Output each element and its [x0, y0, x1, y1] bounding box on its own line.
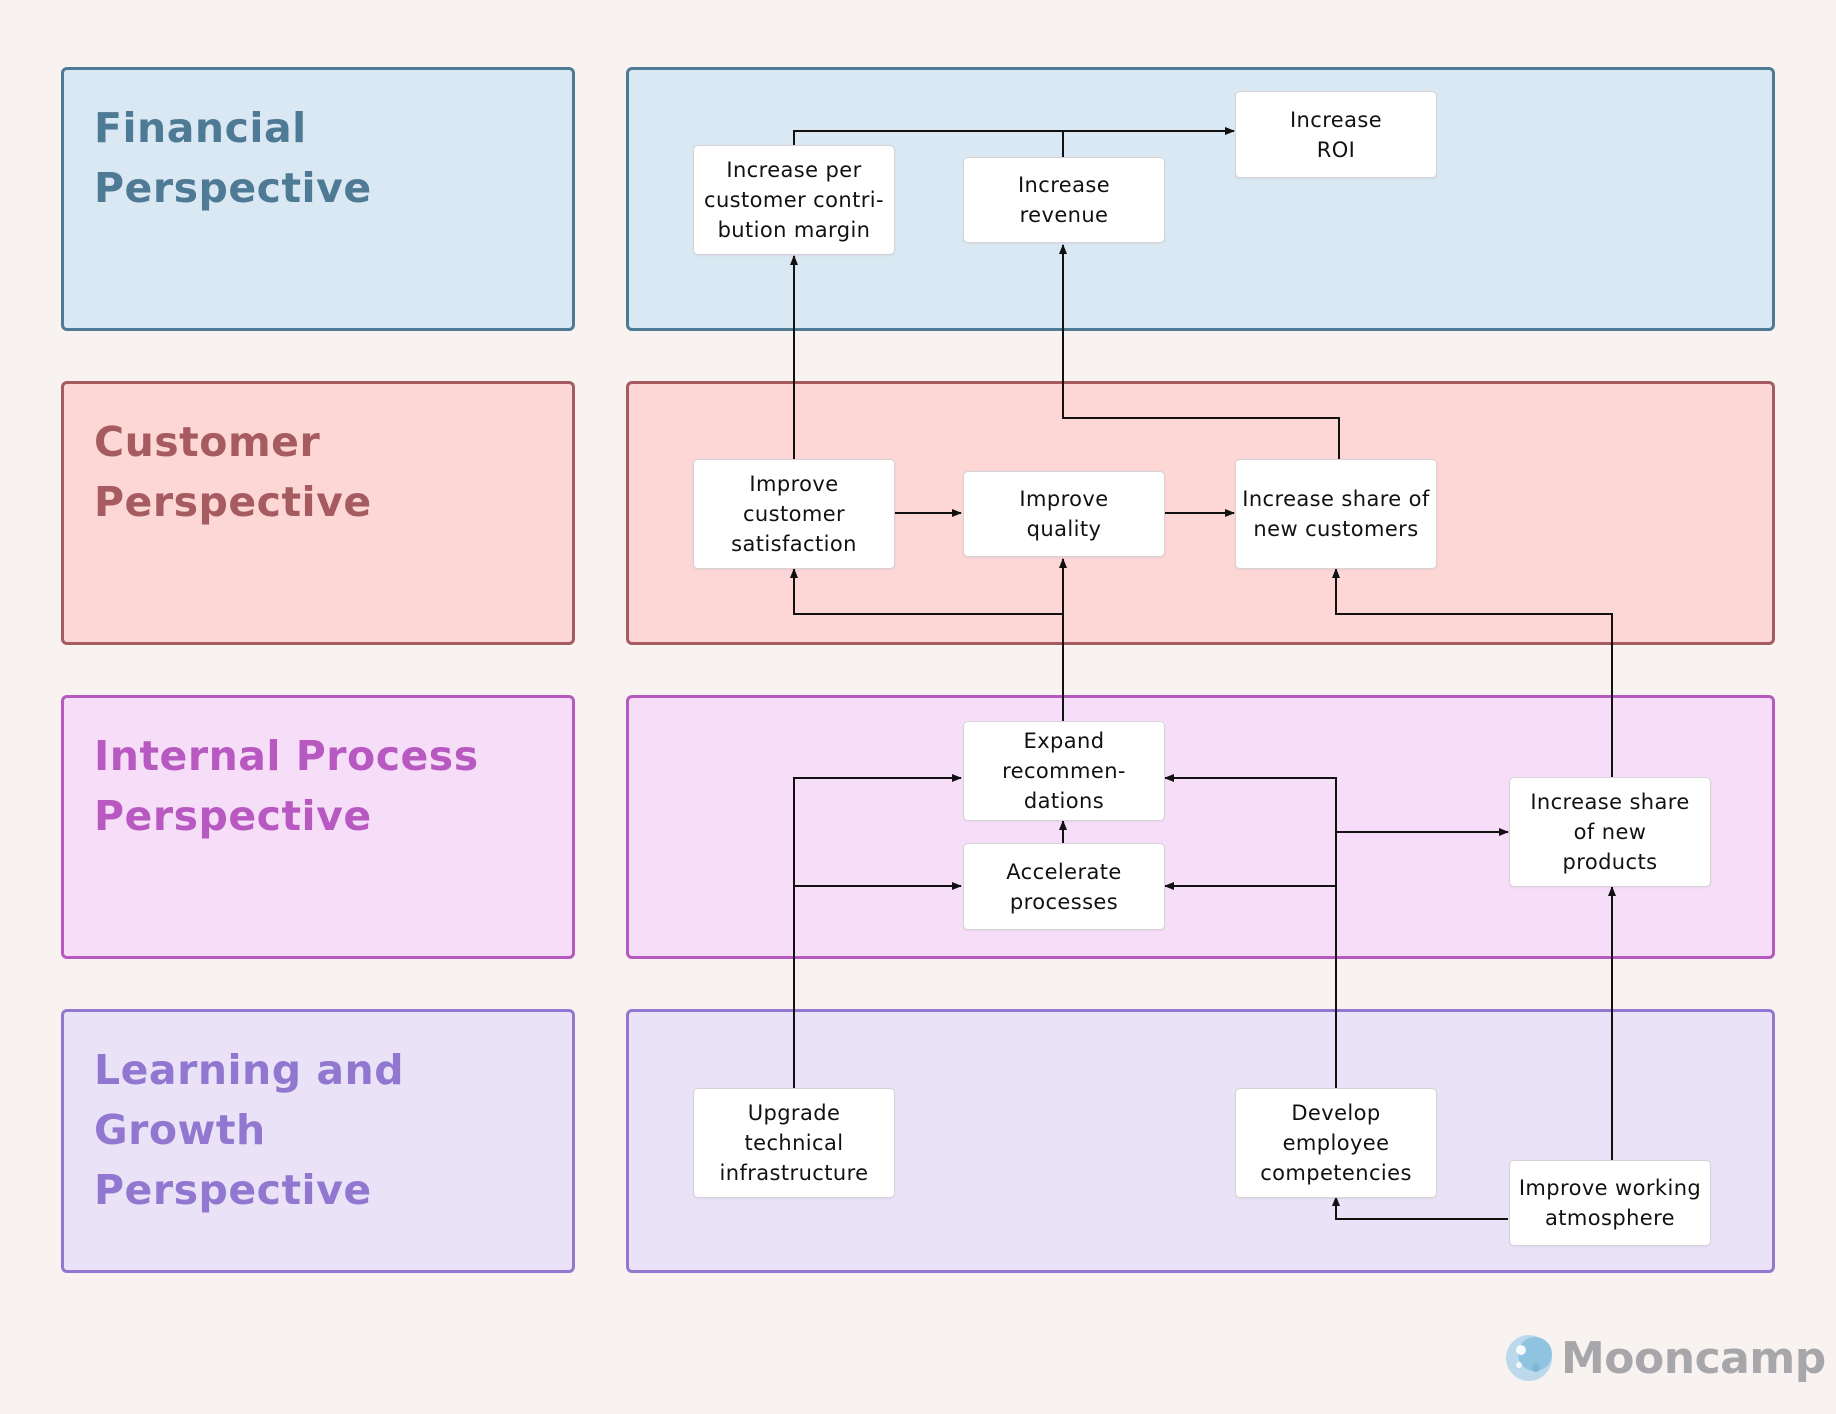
learning-growth-perspective-label-panel: Learning and Growth Perspective [61, 1009, 575, 1273]
moon-icon [1506, 1335, 1552, 1381]
node-increase-revenue: Increase revenue [963, 157, 1165, 243]
node-improve-working-atmosphere: Improve working atmosphere [1509, 1160, 1711, 1246]
customer-perspective-title: Customer Perspective [94, 418, 372, 526]
node-improve-customer-satisfaction: Improve customer satisfaction [693, 459, 895, 569]
learning-growth-perspective-title: Learning and Growth Perspective [94, 1046, 405, 1214]
brand-name: Mooncamp [1561, 1332, 1826, 1384]
internal-process-perspective-title: Internal Process Perspective [94, 732, 479, 840]
node-expand-recommendations: Expand recommen- dations [963, 721, 1165, 821]
customer-perspective-label-panel: Customer Perspective [61, 381, 575, 645]
node-increase-roi: Increase ROI [1235, 91, 1437, 178]
node-upgrade-technical-infrastructure: Upgrade technical infrastructure [693, 1088, 895, 1198]
node-develop-employee-competencies: Develop employee competencies [1235, 1088, 1437, 1198]
node-increase-per-customer-contribution-margin: Increase per customer contri- bution mar… [693, 145, 895, 255]
node-increase-share-of-new-products: Increase share of new products [1509, 777, 1711, 887]
internal-process-perspective-label-panel: Internal Process Perspective [61, 695, 575, 959]
mooncamp-logo: Mooncamp [1505, 1332, 1826, 1384]
financial-perspective-label-panel: Financial Perspective [61, 67, 575, 331]
node-improve-quality: Improve quality [963, 471, 1165, 557]
node-accelerate-processes: Accelerate processes [963, 843, 1165, 930]
node-increase-share-of-new-customers: Increase share of new customers [1235, 459, 1437, 569]
financial-perspective-title: Financial Perspective [94, 104, 372, 212]
